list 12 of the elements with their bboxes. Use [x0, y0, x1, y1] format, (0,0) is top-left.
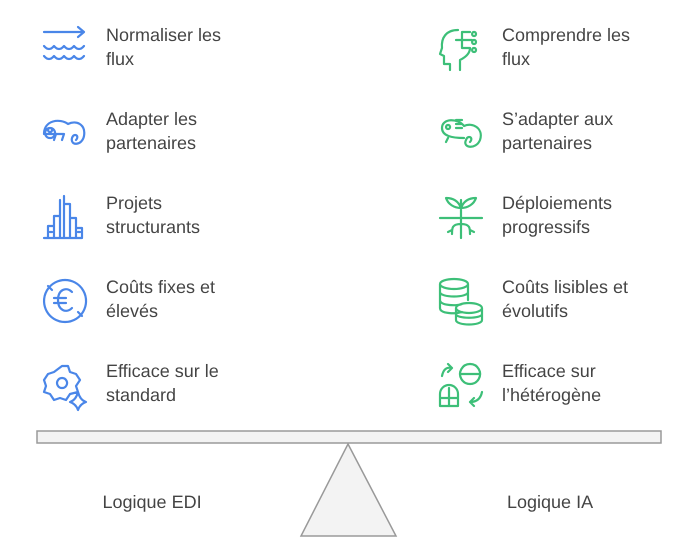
- item-label: Projets structurants: [106, 192, 202, 239]
- side-label: Logique EDI: [102, 491, 202, 514]
- item-label: Normaliser les flux: [106, 24, 222, 71]
- item-label: Efficace sur le standard: [106, 360, 220, 407]
- item-label: Adapter les partenaires: [106, 108, 198, 155]
- item-label: Comprendre les flux: [502, 24, 632, 71]
- side-label: Logique IA: [507, 491, 594, 514]
- item-label: Coûts fixes et élevés: [106, 276, 216, 323]
- item-label: Coûts lisibles et évolutifs: [502, 276, 630, 323]
- item-label: Efficace sur l’hétérogène: [502, 360, 602, 407]
- item-label: S’adapter aux partenaires: [502, 108, 614, 155]
- item-label: Déploiements progressifs: [502, 192, 614, 239]
